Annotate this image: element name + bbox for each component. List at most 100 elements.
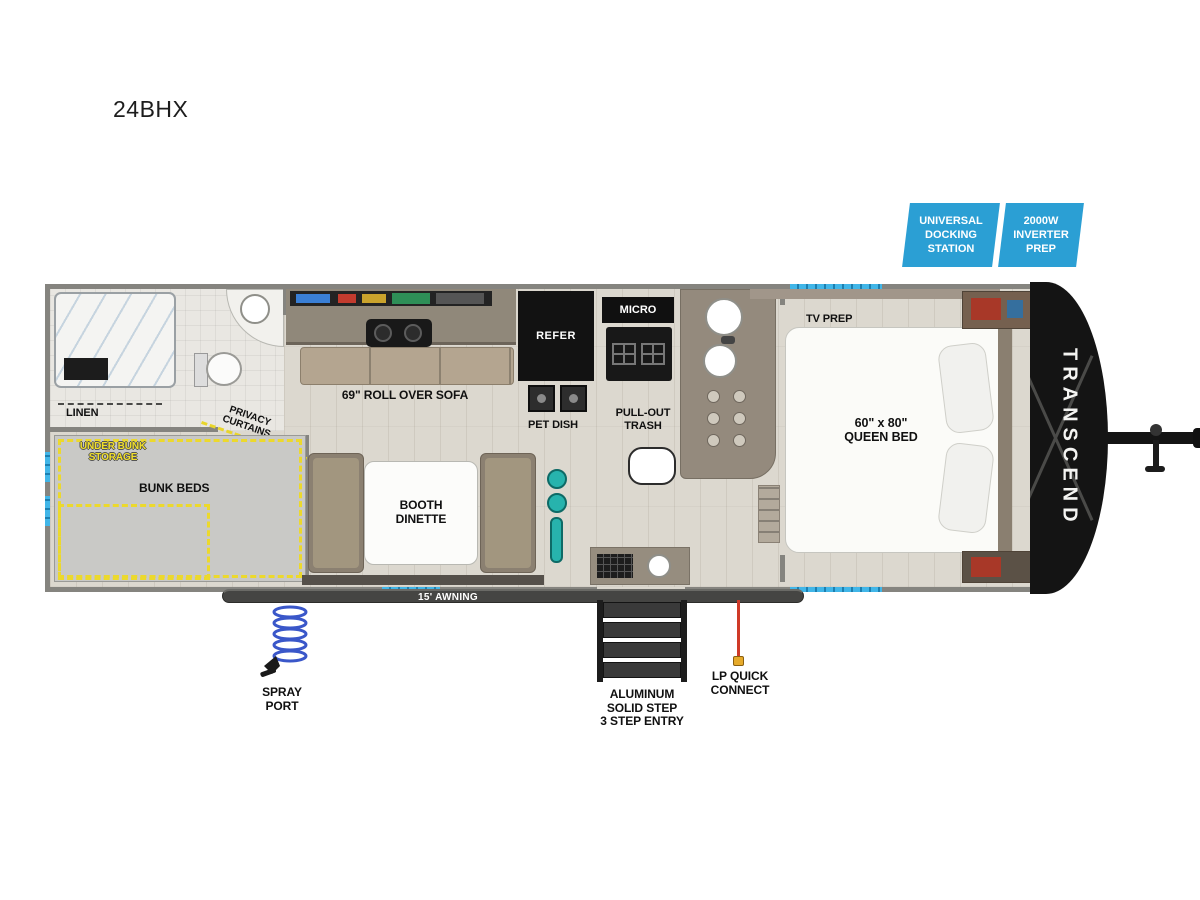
vent-grate-icon: [597, 554, 633, 578]
knob-icon: [707, 412, 720, 425]
stored-item: [971, 298, 1001, 320]
pet-dish-bowl: [528, 385, 555, 412]
toilet: [206, 352, 242, 386]
refrigerator: REFER: [518, 291, 594, 381]
pillow: [936, 441, 996, 535]
cushion: [485, 458, 531, 568]
cushion: [313, 458, 359, 568]
shower-mat: [64, 358, 108, 380]
queen-bed: 60" x 80" QUEEN BED: [785, 327, 1007, 553]
awning-label: 15' AWNING: [417, 592, 479, 603]
decor-item: [338, 294, 356, 303]
dinette-slide-edge: [302, 575, 544, 585]
step-tread: [603, 642, 681, 658]
badge-line: UNIVERSAL: [919, 214, 983, 227]
coil: [272, 627, 308, 641]
entry-sink: [647, 554, 671, 578]
bowl-icon: [569, 394, 578, 403]
badge-universal-docking-station: UNIVERSAL DOCKING STATION: [902, 203, 1000, 267]
queen-bed-label: 60" x 80" QUEEN BED: [844, 416, 918, 445]
step-tread: [603, 602, 681, 618]
model-title: 24BHX: [113, 96, 189, 122]
camp-chair-icon: [547, 469, 567, 489]
lp-connect-fitting: [733, 656, 744, 666]
bathroom-wall-stub: [283, 289, 288, 315]
linen-label: LINEN: [66, 407, 99, 419]
step-tread: [603, 622, 681, 638]
pull-out-trash-label: PULL-OUT TRASH: [615, 407, 671, 432]
pet-dish-label: PET DISH: [528, 419, 578, 431]
knob-icon: [733, 390, 746, 403]
spray-port-label: SPRAY PORT: [262, 685, 302, 713]
camp-chair-icon: [547, 493, 567, 513]
dinette-bench: [480, 453, 536, 573]
entry-steps: [597, 600, 687, 682]
hitch-tongue: [1101, 424, 1200, 472]
overhead-cabinet: [750, 289, 1000, 299]
window: [45, 496, 50, 526]
booth-dinette-label: BOOTH DINETTE: [395, 498, 447, 526]
under-bunk-storage-label: UNDER BUNK STORAGE: [79, 441, 147, 464]
microwave: MICRO: [602, 297, 674, 323]
bathroom-sink: [240, 294, 270, 324]
dinette-bench: [308, 453, 364, 573]
decor-item: [436, 293, 484, 304]
bathroom-area: LINEN: [50, 289, 284, 431]
lp-connect-line: [737, 600, 740, 660]
sofa-label: 69" ROLL OVER SOFA: [341, 388, 469, 402]
steps-label: ALUMINUM SOLID STEP 3 STEP ENTRY: [600, 687, 684, 729]
grate-icon: [612, 343, 636, 365]
grate-icon: [641, 343, 665, 365]
bedroom-step: [758, 485, 780, 543]
tongue-bar: [1101, 432, 1197, 444]
front-cap: TRANSCEND: [1030, 282, 1108, 594]
coil: [272, 638, 308, 652]
linen-cabinet-door: [58, 403, 162, 405]
floorplan: LINEN PRIVACY CURTAINS UNDER BUNK STORAG…: [45, 282, 1200, 614]
kitchen-sink: [705, 298, 743, 336]
bowl-icon: [537, 394, 546, 403]
tv-prep-label: TV PREP: [806, 313, 853, 325]
coil: [272, 605, 308, 619]
jack-handle: [1150, 424, 1162, 436]
stove: [366, 319, 432, 347]
entertainment-center: [290, 291, 492, 306]
badge-line: STATION: [927, 243, 975, 256]
jack-foot: [1145, 466, 1165, 472]
knob-icon: [733, 412, 746, 425]
under-bunk-outline: [58, 504, 210, 580]
kitchen-sink: [703, 344, 737, 378]
stored-item: [1007, 300, 1023, 318]
spray-nozzle-icon: [264, 656, 280, 674]
roll-over-sofa: [300, 347, 514, 385]
knob-icon: [707, 434, 720, 447]
shower: [54, 292, 176, 388]
dinette-table: BOOTH DINETTE: [364, 461, 478, 565]
stored-item: [971, 557, 1001, 577]
decor-item: [392, 293, 430, 304]
kitchen-counter: [286, 289, 516, 347]
window: [790, 284, 882, 289]
coupler: [1193, 428, 1200, 448]
front-wardrobe-bottom: [962, 551, 1032, 583]
faucet-icon: [721, 336, 735, 344]
bunk-beds-label: BUNK BEDS: [139, 481, 210, 495]
step-rail: [597, 600, 603, 682]
step-rail: [681, 600, 687, 682]
badge-line: INVERTER: [1013, 228, 1069, 241]
badge-line: PREP: [1026, 243, 1056, 256]
entry-counter: [590, 547, 690, 585]
lp-quick-connect-label: LP QUICK CONNECT: [710, 669, 770, 697]
front-wardrobe-top: [962, 291, 1032, 329]
range-cooktop: [606, 327, 672, 381]
decor-item: [362, 294, 386, 303]
burner-icon: [374, 324, 392, 342]
bunk-bed-area: UNDER BUNK STORAGE BUNK BEDS: [54, 435, 306, 582]
bathroom-wall: [50, 427, 218, 432]
badge-line: DOCKING: [925, 228, 977, 241]
awning-bar: 15' AWNING: [222, 589, 804, 603]
pet-dish-bowl: [560, 385, 587, 412]
burner-icon: [404, 324, 422, 342]
stereo-display: [296, 294, 330, 303]
